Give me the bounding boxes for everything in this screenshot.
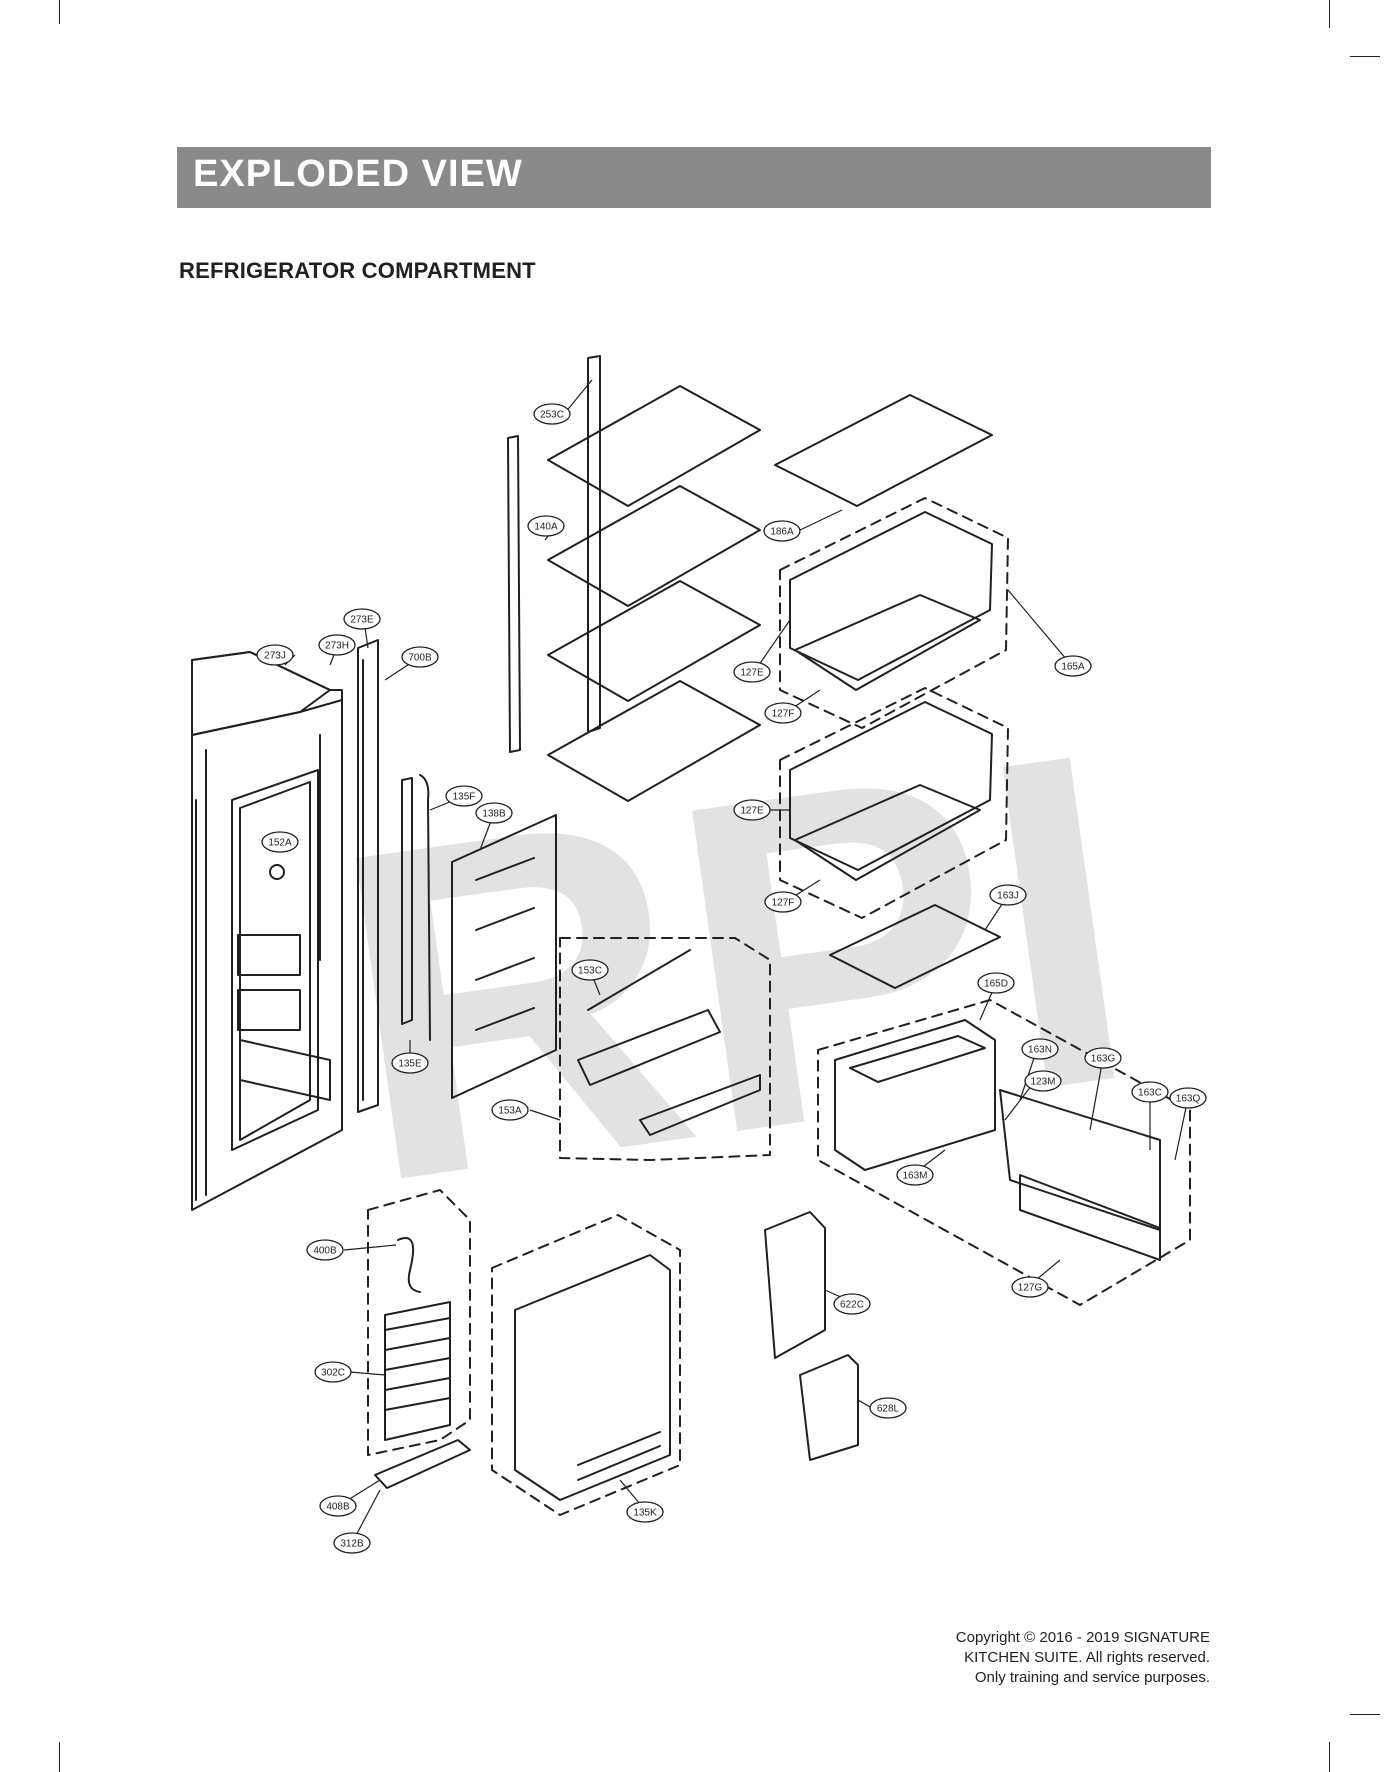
- part-callout: 135K: [626, 1501, 664, 1523]
- part-callout: 153C: [571, 959, 609, 981]
- part-callout: 123M: [1024, 1070, 1062, 1092]
- part-callout-label: 165A: [1061, 662, 1085, 673]
- crop-mark: [59, 0, 60, 24]
- part-callout-label: 186A: [770, 527, 794, 538]
- copyright-line-1: Copyright © 2016 - 2019 SIGNATURE: [955, 1629, 1210, 1646]
- part-callout-label: 628L: [877, 1404, 900, 1415]
- part-callout: 163J: [989, 884, 1027, 906]
- shelf-140a-parts: [547, 385, 761, 802]
- copyright-notice: Copyright © 2016 - 2019 SIGNATURE KITCHE…: [956, 1628, 1210, 1688]
- part-callout-label: 302C: [321, 1368, 345, 1379]
- part-callout-label: 163C: [1138, 1088, 1162, 1099]
- part-callout: 165D: [977, 972, 1015, 994]
- part-callout-label: 163J: [997, 891, 1019, 902]
- part-callout: 273E: [343, 608, 381, 630]
- part-callout: 273J: [256, 644, 294, 666]
- part-callout: 140A: [527, 515, 565, 537]
- crop-mark: [59, 1742, 60, 1772]
- copyright-line-3: Only training and service purposes.: [974, 1669, 1210, 1686]
- part-callout: 622C: [833, 1293, 871, 1315]
- part-callout: 186A: [763, 520, 801, 542]
- part-callout-label: 127E: [740, 668, 764, 679]
- part-callout-label: 273J: [264, 651, 286, 662]
- part-callout-label: 140A: [534, 522, 558, 533]
- part-callout: 302C: [314, 1361, 352, 1383]
- part-callout: 700B: [401, 646, 439, 668]
- part-callout-label: 135F: [453, 792, 476, 803]
- part-callout-label: 163M: [902, 1171, 927, 1182]
- part-callout: 153A: [491, 1099, 529, 1121]
- part-callout: 135E: [391, 1052, 429, 1074]
- part-callout-label: 153C: [578, 966, 602, 977]
- part-callout-label: 138B: [482, 809, 506, 820]
- part-callout-label: 127G: [1018, 1283, 1043, 1294]
- part-callout: 163M: [896, 1164, 934, 1186]
- part-callout: 138B: [475, 802, 513, 824]
- crop-mark: [1329, 1742, 1330, 1772]
- part-callout: 163C: [1131, 1081, 1169, 1103]
- part-callout-label: 700B: [408, 653, 432, 664]
- section-title: REFRIGERATOR COMPARTMENT: [179, 258, 536, 283]
- part-callout-label: 163G: [1091, 1054, 1116, 1065]
- part-callout-label: 165D: [984, 979, 1008, 990]
- part-callout: 628L: [869, 1397, 907, 1419]
- part-callout-label: 622C: [840, 1300, 864, 1311]
- part-callout: 127E: [733, 661, 771, 683]
- part-callout-label: 152A: [268, 838, 292, 849]
- part-callout-label: 400B: [313, 1246, 337, 1257]
- header-banner: EXPLODED VIEW: [177, 147, 1211, 208]
- part-callout-label: 273E: [350, 615, 374, 626]
- part-callout: 163G: [1084, 1047, 1122, 1069]
- part-callout-label: 273H: [325, 641, 349, 652]
- panel-138b-part: [451, 814, 557, 1099]
- part-callout: 408B: [319, 1495, 357, 1517]
- crop-mark: [1350, 1714, 1380, 1715]
- part-callout-label: 135K: [633, 1508, 657, 1519]
- part-callout: 127F: [764, 702, 802, 724]
- part-callout: 163Q: [1169, 1087, 1207, 1109]
- part-callout-label: 163N: [1028, 1045, 1052, 1056]
- part-callout-label: 253C: [540, 410, 564, 421]
- part-callout: 163N: [1021, 1038, 1059, 1060]
- part-callout-label: 135E: [398, 1059, 422, 1070]
- part-callout: 273H: [318, 634, 356, 656]
- part-callout: 312B: [333, 1532, 371, 1554]
- part-callout-label: 123M: [1030, 1077, 1055, 1088]
- part-callout: 152A: [261, 831, 299, 853]
- page-title: EXPLODED VIEW: [193, 153, 523, 195]
- part-callout-label: 127F: [772, 709, 795, 720]
- part-callout: 127G: [1011, 1276, 1049, 1298]
- copyright-line-2: KITCHEN SUITE. All rights reserved.: [964, 1649, 1210, 1666]
- part-callout-label: 127F: [772, 898, 795, 909]
- crop-mark: [1350, 56, 1380, 57]
- cabinet-part: [191, 651, 343, 1211]
- part-callout-label: 163Q: [1176, 1094, 1201, 1105]
- part-callout-label: 153A: [498, 1106, 522, 1117]
- part-callout: 135F: [445, 785, 483, 807]
- part-callout: 400B: [306, 1239, 344, 1261]
- part-callout-label: 408B: [326, 1502, 350, 1513]
- crop-mark: [1329, 0, 1330, 28]
- part-callout: 165A: [1054, 655, 1092, 677]
- part-callout: 127E: [733, 799, 771, 821]
- part-callout: 253C: [533, 403, 571, 425]
- part-callout-label: 312B: [340, 1539, 364, 1550]
- part-callout: 127F: [764, 891, 802, 913]
- part-callout-label: 127E: [740, 806, 764, 817]
